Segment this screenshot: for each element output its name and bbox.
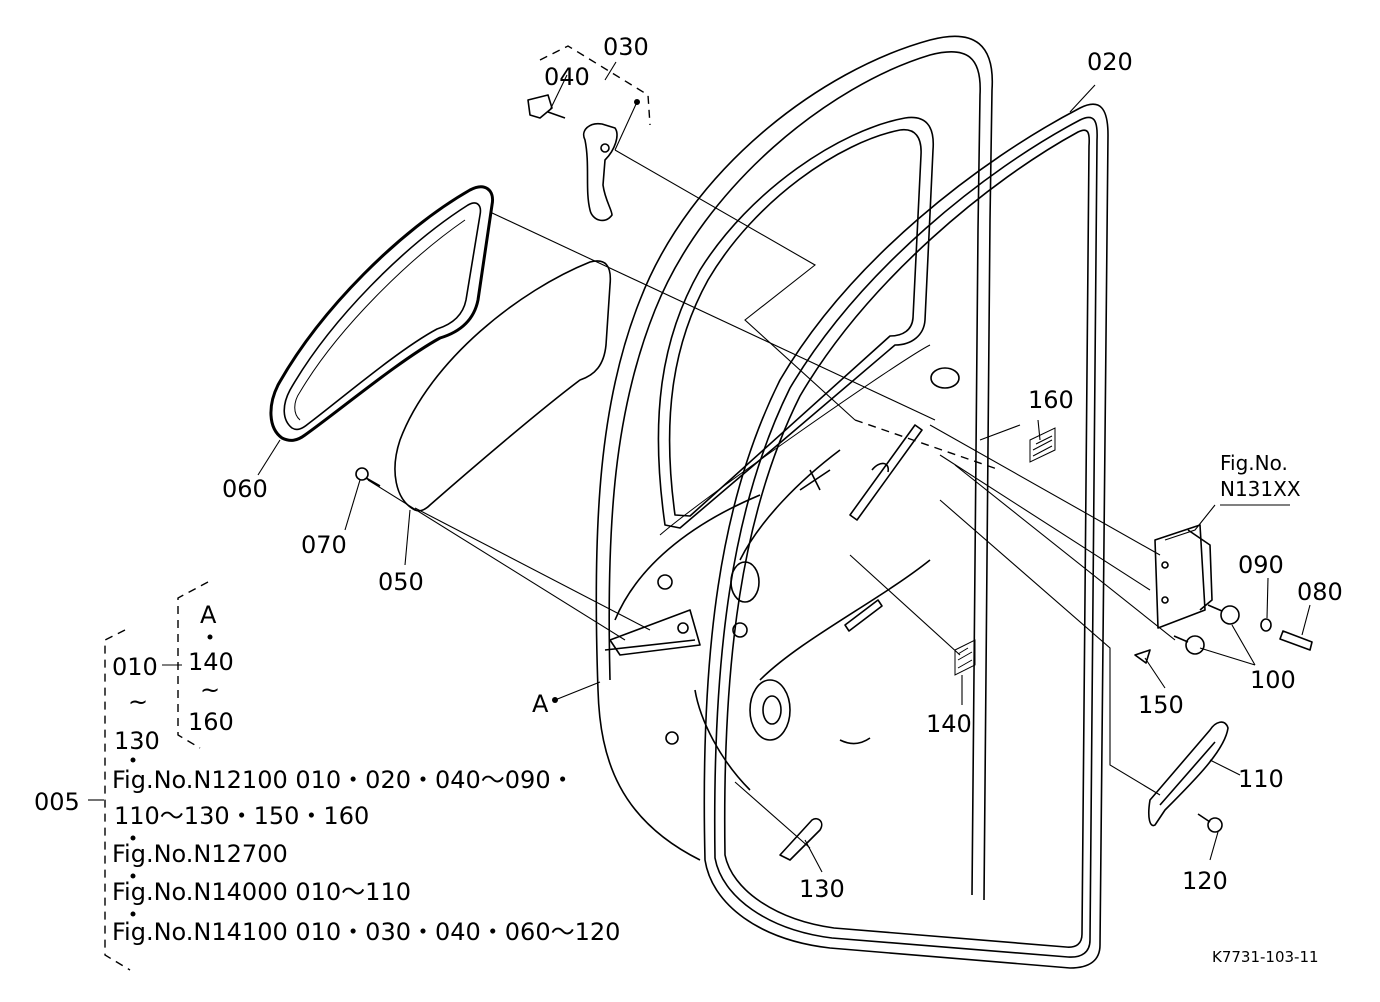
inner-handle-110: [1148, 721, 1229, 827]
fig-list-1: Fig.No.N12100 010・020・040～090・: [112, 766, 575, 794]
group-140: 140: [188, 648, 234, 676]
callout-030: 030: [603, 33, 649, 61]
window-glass-050: [394, 260, 612, 512]
bolts-080-100: [1173, 604, 1313, 655]
fig-list-3: Fig.No.N12700: [112, 840, 288, 868]
fig-list-2: 110～130・150・160: [114, 802, 369, 830]
screw-120: [1197, 813, 1223, 833]
group-a-letter: A: [200, 601, 217, 629]
door-frame: [595, 35, 994, 901]
callout-040: 040: [544, 63, 590, 91]
pad-150: [1134, 649, 1151, 664]
callout-100: 100: [1250, 666, 1296, 694]
fig-ref-line2: N131XX: [1220, 477, 1301, 501]
key-cylinder-040: [527, 94, 566, 119]
callout-050: 050: [378, 568, 424, 596]
callout-120: 120: [1182, 867, 1228, 895]
clip-070: [355, 467, 381, 487]
group-tilde-2: ~: [128, 688, 148, 716]
group-160: 160: [188, 708, 234, 736]
hinge-bracket: [1154, 524, 1213, 629]
window-seal-060: [269, 185, 495, 442]
callout-080: 080: [1297, 578, 1343, 606]
bracket-030: [539, 45, 651, 151]
group-010: 010: [112, 653, 158, 681]
point-a-label: A: [532, 690, 549, 718]
fig-ref-line1: Fig.No.: [1220, 451, 1288, 475]
fig-list-5: Fig.No.N14100 010・030・040・060～120: [112, 918, 620, 946]
callout-020: 020: [1087, 48, 1133, 76]
callout-150: 150: [1138, 691, 1184, 719]
pad-140: [954, 639, 976, 676]
callout-070: 070: [301, 531, 347, 559]
callout-130: 130: [799, 875, 845, 903]
drawing-code: K7731-103-11: [1212, 948, 1319, 966]
cover-130: [779, 817, 823, 861]
callout-140: 140: [926, 710, 972, 738]
callout-leaders: [257, 74, 1311, 873]
callout-060: 060: [222, 475, 268, 503]
callout-labels: 030 040 020 060 070 050 160 Fig.No. N131…: [222, 33, 1343, 903]
group-130: 130: [114, 727, 160, 755]
callout-110: 110: [1238, 765, 1284, 793]
callout-160: 160: [1028, 386, 1074, 414]
group-brackets: [88, 581, 213, 971]
group-005: 005: [34, 788, 80, 816]
group-labels: A 010 140 ~ ~ 160 130 005 Fig.No.N12100 …: [34, 601, 620, 946]
fig-list-4: Fig.No.N14000 010～110: [112, 878, 411, 906]
door-seal-020: [703, 103, 1109, 969]
callout-090: 090: [1238, 551, 1284, 579]
outer-handle-030: [583, 122, 618, 222]
group-tilde-1: ~: [200, 676, 220, 704]
pad-160: [1029, 427, 1056, 463]
assembly-lines: [367, 149, 1176, 849]
